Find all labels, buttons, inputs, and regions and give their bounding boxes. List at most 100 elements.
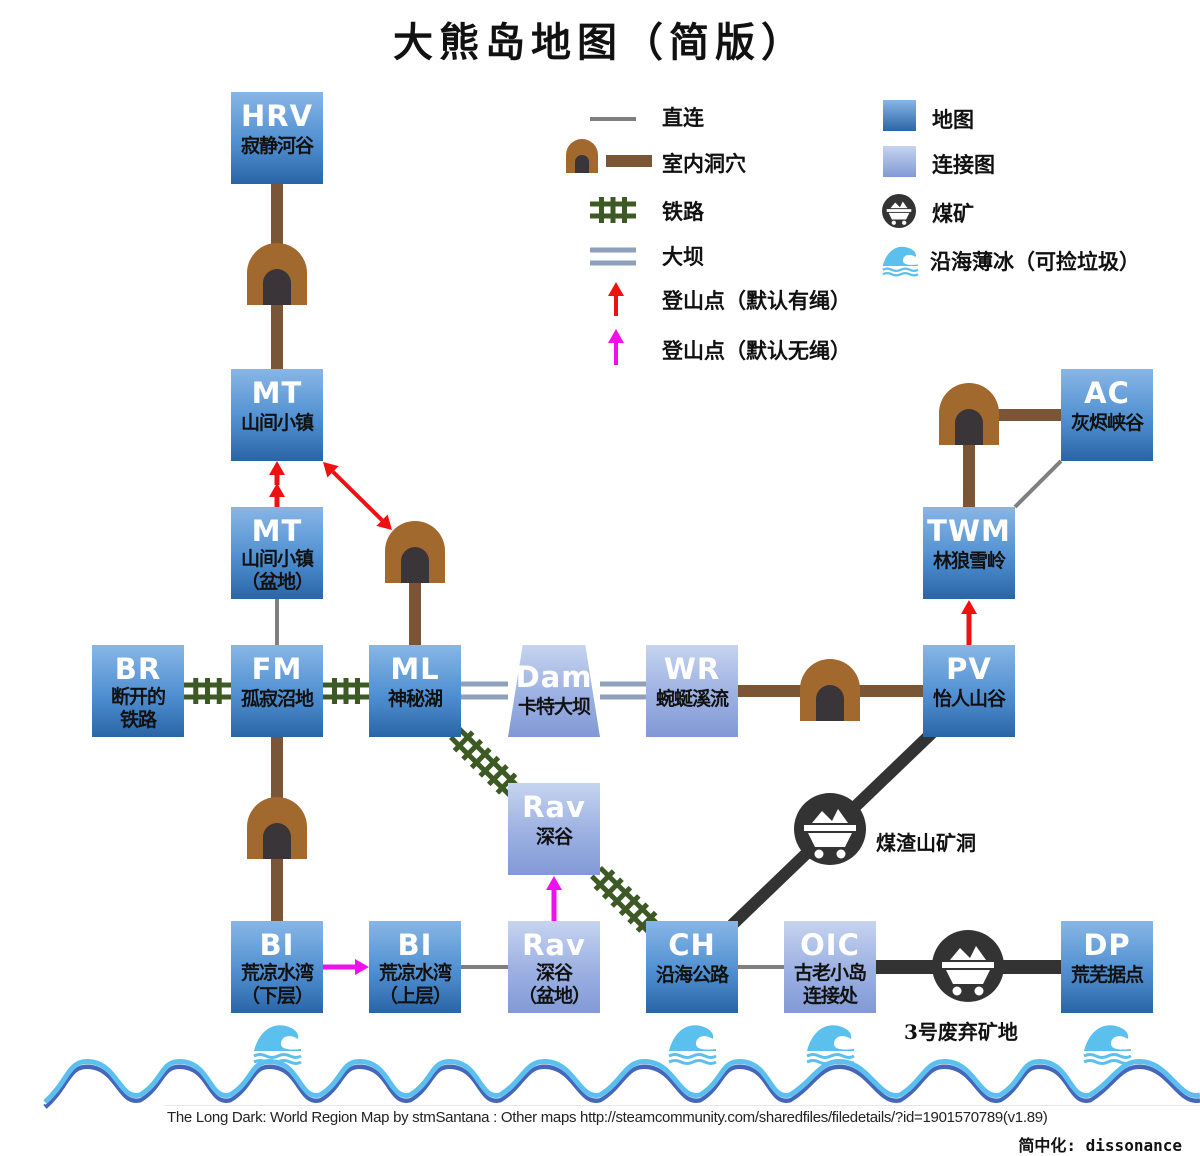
cart-body xyxy=(946,970,990,984)
legend-label-free-climb: 登山点（默认无绳） xyxy=(662,339,851,363)
region-name: 荒凉水湾 xyxy=(378,962,452,984)
region-name: 神秘湖 xyxy=(387,688,443,710)
wave-crest xyxy=(807,1025,854,1051)
rope-climb-arrow-icon xyxy=(269,461,285,485)
free-climb-arrow-icon xyxy=(546,876,562,921)
cave-tunnel-icon xyxy=(385,521,445,583)
cave-bar xyxy=(606,155,652,167)
region-code: TWM xyxy=(927,514,1011,548)
cave-opening xyxy=(816,685,844,721)
region-code: DP xyxy=(1083,928,1131,962)
region-mt[interactable]: MT 山间小镇 xyxy=(231,369,323,461)
region-name: 古老小岛 xyxy=(793,962,867,984)
region-code: PV xyxy=(946,652,992,686)
region-name: 林狼雪岭 xyxy=(932,550,1006,572)
region-code: FM xyxy=(251,652,303,686)
legend-label-coal-mine: 煤矿 xyxy=(932,202,974,226)
wave-line xyxy=(882,272,919,277)
coal-mine-icon xyxy=(794,793,866,865)
region-code: ML xyxy=(390,652,440,686)
legend-label-connector: 连接图 xyxy=(932,153,995,177)
wave-line xyxy=(882,267,919,272)
coastal-ice-wave-icon xyxy=(668,1025,717,1065)
rail-tie xyxy=(495,772,518,795)
region-dp[interactable]: DP 荒芜据点 xyxy=(1061,921,1153,1013)
region-bi-lower[interactable]: BI 荒凉水湾 （下层） xyxy=(231,921,323,1013)
region-name: 怡人山谷 xyxy=(932,688,1006,710)
rope-climb-arrow-icon xyxy=(269,483,285,507)
region-code: BI xyxy=(259,928,295,962)
coal-lumps xyxy=(812,809,848,823)
region-mt-basin[interactable]: MT 山间小镇 （盆地） xyxy=(231,507,323,599)
arrow-head xyxy=(376,514,392,530)
railroad-br-fm xyxy=(184,678,231,704)
cart-body xyxy=(888,212,910,220)
wave-line xyxy=(253,1053,302,1059)
region-code: HRV xyxy=(240,99,314,133)
region-code: AC xyxy=(1084,376,1130,410)
region-code: OIC xyxy=(800,928,860,962)
legend-label-dam: 大坝 xyxy=(662,245,704,269)
page-title: 大熊岛地图（简版） xyxy=(393,19,807,66)
rail-tie xyxy=(593,869,616,892)
region-hrv[interactable]: HRV 寂静河谷 xyxy=(231,92,323,184)
legend-coal-mine-icon xyxy=(882,194,916,228)
region-subname: 连接处 xyxy=(802,985,858,1007)
cart-rim xyxy=(942,962,994,968)
region-fm[interactable]: FM 孤寂沼地 xyxy=(231,645,323,737)
arrow-head xyxy=(608,329,624,343)
region-br[interactable]: BR 断开的 铁路 xyxy=(92,645,184,737)
region-name: 山间小镇 xyxy=(240,548,314,570)
region-name: 卡特大坝 xyxy=(517,696,591,718)
region-ac[interactable]: AC 灰烬峡谷 xyxy=(1061,369,1153,461)
rail-tie xyxy=(461,738,484,761)
arrow-head xyxy=(269,483,285,497)
cave-tunnel-icon xyxy=(800,659,860,721)
wave-crest xyxy=(669,1025,716,1051)
railroad-ml-rav xyxy=(449,726,521,799)
region-ch[interactable]: CH 沿海公路 xyxy=(646,921,738,1013)
region-ml[interactable]: ML 神秘湖 xyxy=(369,645,461,737)
wave-crest xyxy=(254,1025,301,1051)
rail-tie xyxy=(469,747,492,770)
coastal-ice-wave-icon xyxy=(253,1025,302,1065)
region-code: MT xyxy=(251,514,303,548)
region-code: BI xyxy=(397,928,433,962)
cart-wheel xyxy=(974,986,984,996)
region-rav-basin[interactable]: Rav 深谷 （盆地） xyxy=(508,921,600,1013)
region-subname: 铁路 xyxy=(119,709,157,731)
region-name: 深谷 xyxy=(535,826,573,848)
cart-body xyxy=(808,833,852,847)
region-dam[interactable]: Dam 卡特大坝 xyxy=(508,645,600,737)
region-pv[interactable]: PV 怡人山谷 xyxy=(923,645,1015,737)
coastal-ice-wave-icon xyxy=(1083,1025,1132,1065)
legend-connector-swatch-icon xyxy=(883,146,916,177)
region-subname: （盆地） xyxy=(240,571,314,593)
rope-climb-arrow-icon xyxy=(961,600,977,645)
region-rav[interactable]: Rav 深谷 xyxy=(508,783,600,875)
region-subname: （下层） xyxy=(240,985,314,1007)
cart-rim xyxy=(804,825,856,831)
cave-opening xyxy=(575,155,589,173)
rail-tie xyxy=(618,894,641,917)
legend-coastal-ice-icon xyxy=(882,246,919,277)
region-name: 断开的 xyxy=(110,686,166,708)
arrow-shaft xyxy=(331,470,384,522)
cave-opening xyxy=(263,823,291,859)
footer-divider xyxy=(165,1105,1200,1106)
region-twm[interactable]: TWM 林狼雪岭 xyxy=(923,507,1015,599)
direct-line-twm-ac xyxy=(1013,459,1063,509)
legend-label-rail: 铁路 xyxy=(662,200,704,224)
legend-rope-climb-arrow-icon xyxy=(608,282,624,316)
coastline-wave-shadow xyxy=(43,1064,1200,1109)
legend-label-rope-climb: 登山点（默认有绳） xyxy=(662,289,851,313)
region-bi-upper[interactable]: BI 荒凉水湾 （上层） xyxy=(369,921,461,1013)
region-code: BR xyxy=(114,652,162,686)
region-wr[interactable]: WR 蜿蜒溪流 xyxy=(646,645,738,737)
footer-translator: 简中化: dissonance xyxy=(1018,1136,1182,1155)
region-code: Rav xyxy=(522,928,586,962)
legend-label-cave: 室内洞穴 xyxy=(662,152,746,176)
region-oic[interactable]: OIC 古老小岛 连接处 xyxy=(784,921,876,1013)
arrow-head xyxy=(355,959,369,975)
